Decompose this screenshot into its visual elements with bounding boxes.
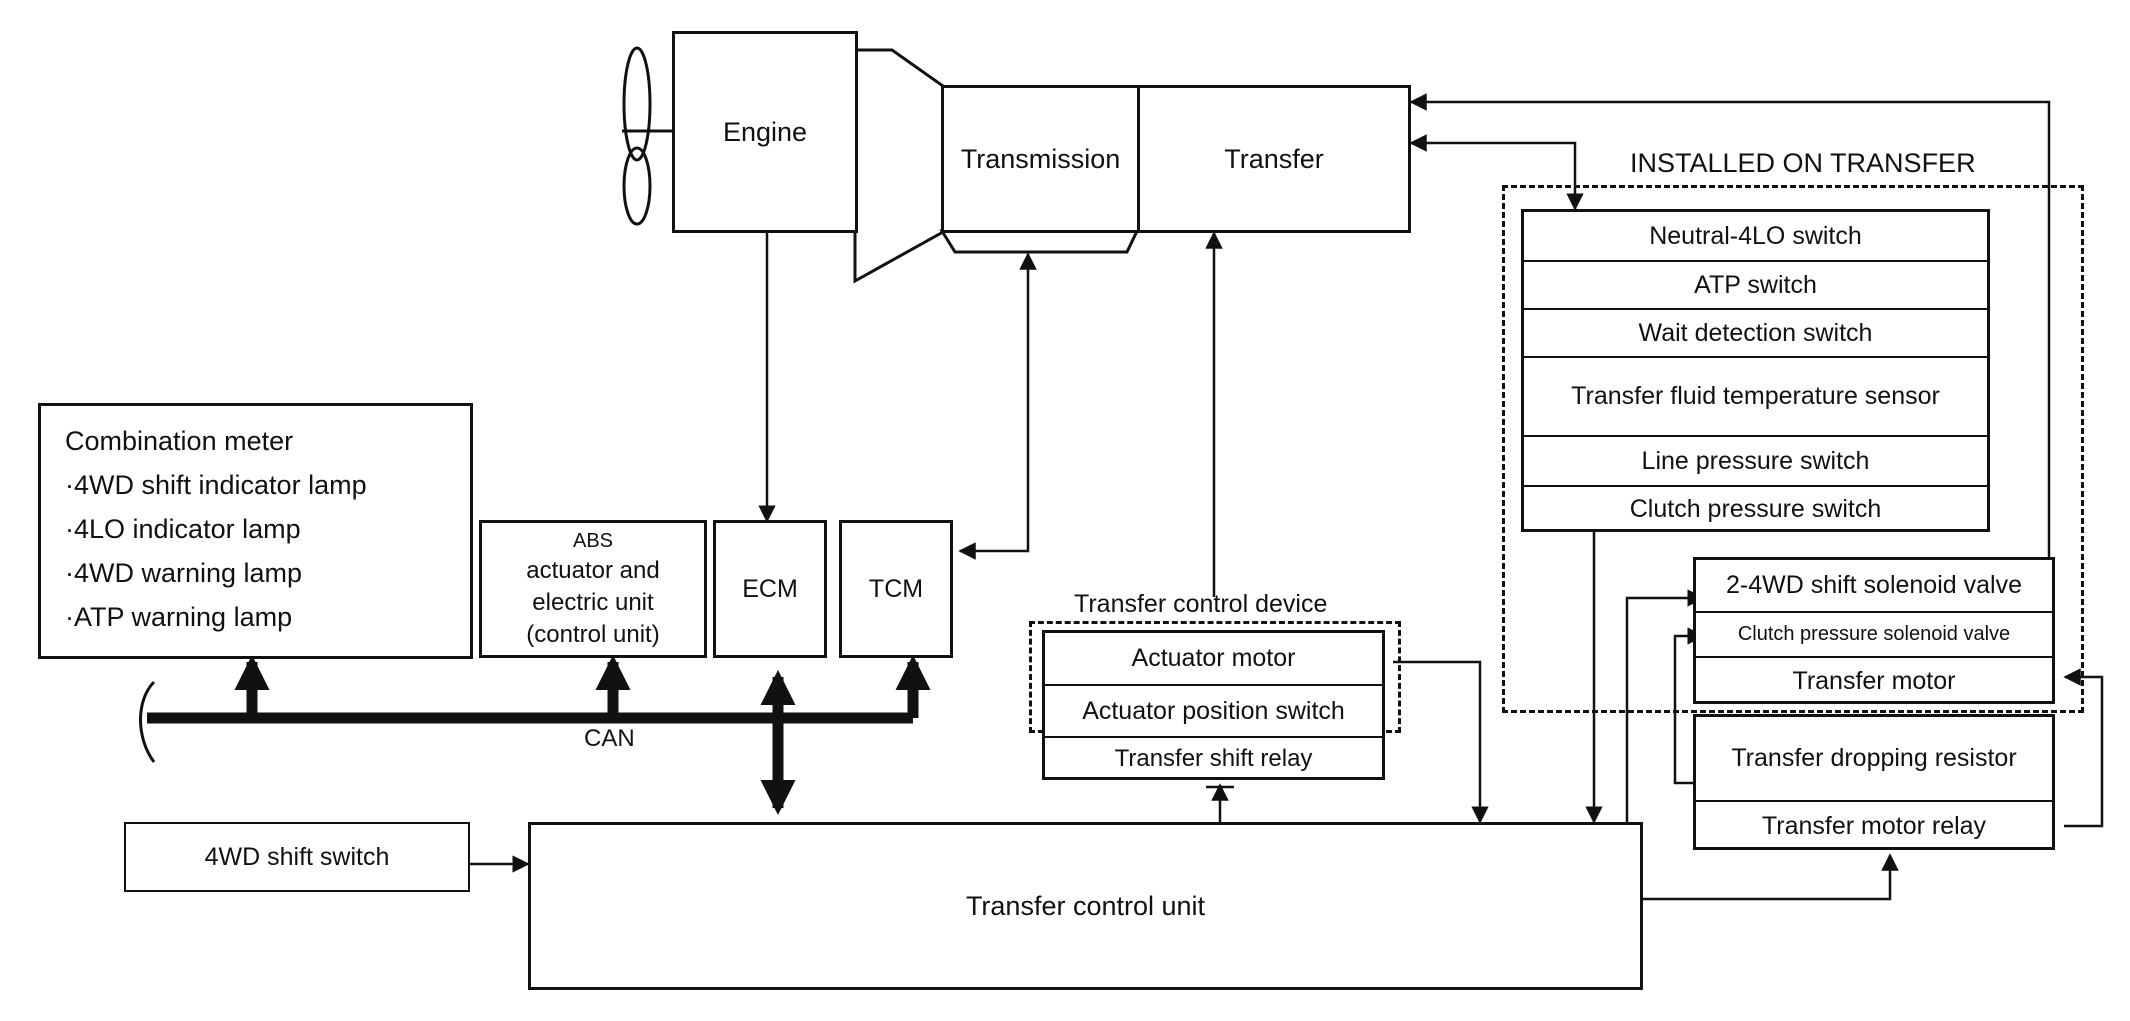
transfer-fluid-temperature-sensor: Transfer fluid temperature sensor bbox=[1524, 356, 1987, 435]
4wd-shift-switch-box: 4WD shift switch bbox=[124, 822, 470, 892]
transmission-label: Transmission bbox=[960, 143, 1121, 174]
2-4wd-shift-solenoid-valve: 2-4WD shift solenoid valve bbox=[1726, 571, 2022, 599]
actuator-motor: Actuator motor bbox=[1131, 644, 1296, 672]
4wd-shift-switch-label: 4WD shift switch bbox=[204, 842, 390, 871]
4lo-indicator-lamp: ·4LO indicator lamp bbox=[65, 514, 301, 544]
transfer-label: Transfer bbox=[1224, 143, 1324, 174]
transfer-control-device-box: Actuator motor Actuator position switch … bbox=[1042, 630, 1385, 780]
tcm-box: TCM bbox=[839, 520, 953, 658]
can-label: CAN bbox=[584, 725, 635, 752]
engine-box: Engine bbox=[672, 31, 858, 233]
atp-switch: ATP switch bbox=[1524, 260, 1987, 308]
can-bus bbox=[139, 654, 931, 816]
actuator-position-switch: Actuator position switch bbox=[1045, 684, 1382, 736]
neutral-4lo-switch: Neutral-4LO switch bbox=[1649, 221, 1862, 250]
clutch-pressure-solenoid-valve: Clutch pressure solenoid valve bbox=[1696, 611, 2052, 656]
ecm-box: ECM bbox=[713, 520, 827, 658]
abs-line-3: electric unit bbox=[532, 589, 654, 616]
abs-line-2: actuator and bbox=[526, 557, 660, 584]
transfer-motor-relay: Transfer motor relay bbox=[1696, 800, 2052, 850]
tcm-label: TCM bbox=[868, 574, 924, 603]
combination-meter-title: Combination meter bbox=[65, 426, 294, 456]
wait-detection-switch: Wait detection switch bbox=[1524, 308, 1987, 356]
transfer-box: Transfer bbox=[1137, 85, 1411, 233]
combination-meter-box: Combination meter ·4WD shift indicator l… bbox=[38, 403, 473, 659]
transfer-shift-relay: Transfer shift relay bbox=[1045, 736, 1382, 780]
line-pressure-switch: Line pressure switch bbox=[1524, 435, 1987, 485]
installed-on-transfer-region bbox=[1502, 185, 2084, 713]
transfer-motor: Transfer motor bbox=[1696, 656, 2052, 704]
abs-line-4: (control unit) bbox=[526, 621, 660, 648]
clutch-pressure-switch: Clutch pressure switch bbox=[1524, 485, 1987, 532]
installed-on-transfer-title: INSTALLED ON TRANSFER bbox=[1630, 148, 1976, 178]
abs-unit-box: ABS actuator and electric unit (control … bbox=[479, 520, 707, 658]
atp-warning-lamp: ·ATP warning lamp bbox=[65, 602, 293, 632]
oil-pan-shape bbox=[939, 229, 1140, 254]
abs-line-1: ABS bbox=[572, 529, 614, 552]
engine-label: Engine bbox=[722, 116, 808, 147]
transfer-control-device-title: Transfer control device bbox=[1074, 590, 1328, 618]
transfer-control-unit-box: Transfer control unit bbox=[528, 822, 1643, 990]
transfer-dropping-resistor: Transfer dropping resistor bbox=[1731, 744, 2017, 772]
fan-icon bbox=[622, 46, 672, 226]
solenoid-group-box: 2-4WD shift solenoid valve Clutch pressu… bbox=[1693, 557, 2055, 704]
ecm-label: ECM bbox=[742, 574, 798, 603]
4wd-warning-lamp: ·4WD warning lamp bbox=[65, 558, 303, 588]
bellhousing-shape bbox=[853, 48, 945, 284]
4wd-shift-indicator-lamp: ·4WD shift indicator lamp bbox=[65, 470, 367, 500]
transfer-sensors-box: Neutral-4LO switch ATP switch Wait detec… bbox=[1521, 209, 1990, 532]
resistor-group-box: Transfer dropping resistor Transfer moto… bbox=[1693, 714, 2055, 850]
transfer-control-unit-label: Transfer control unit bbox=[965, 890, 1206, 921]
transmission-box: Transmission bbox=[941, 85, 1140, 233]
